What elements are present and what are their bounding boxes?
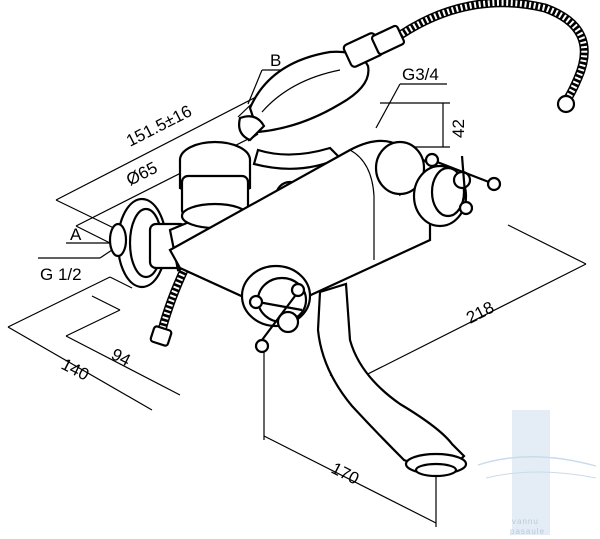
dimension-lines [7,69,587,527]
shower-handset [238,24,406,170]
bath-spout [316,282,468,478]
watermark-swoosh-2 [485,471,597,479]
dim-label-170: 170 [328,459,362,489]
dim-label-g12: G 1/2 [40,265,82,284]
dim-label-b: B [270,51,281,70]
dim-label-a: A [70,225,82,244]
hose-end-fitting [556,94,576,114]
dim-label-length: 151.5±16 [123,102,195,151]
watermark-swoosh [477,456,597,467]
dim-label-94: 94 [108,345,133,371]
dim-label-g34: G3/4 [402,65,439,84]
watermark-text-2: pasaule [510,527,545,536]
watermark-text: vannu [512,517,539,526]
hose-lower-fitting [149,325,173,347]
watermark-logo: vannu pasaule [477,410,597,536]
dim-label-42: 42 [449,119,468,138]
right-cross-handle [412,152,502,228]
left-cross-handle [240,264,312,354]
